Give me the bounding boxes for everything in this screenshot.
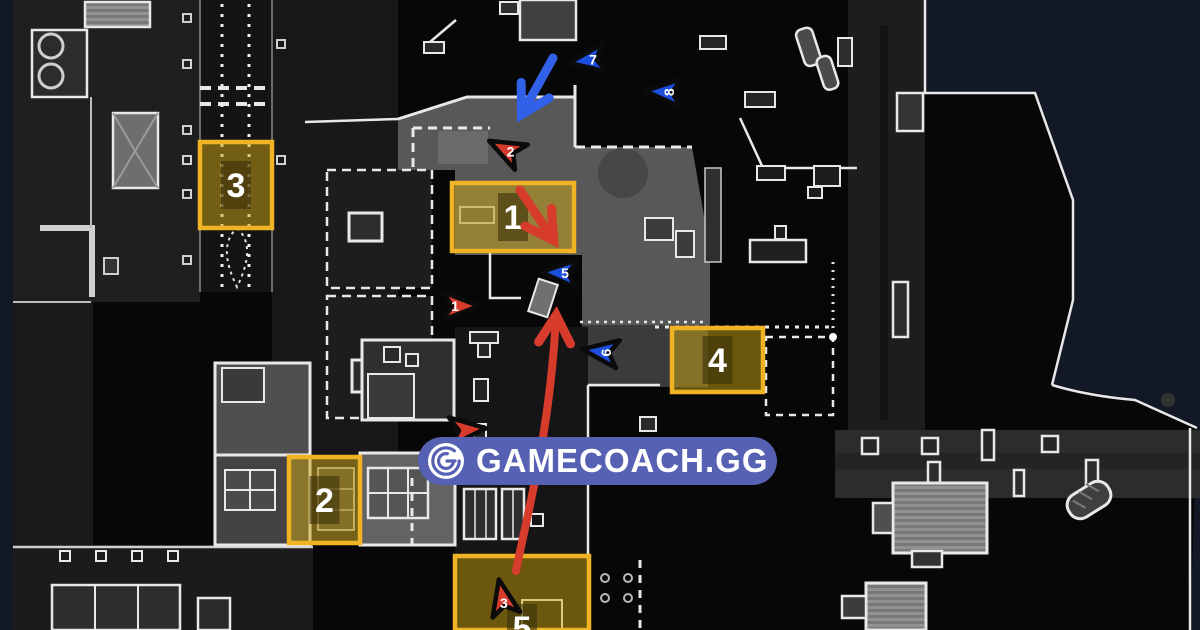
zone-box (197, 139, 275, 231)
blue-player-marker-icon (566, 41, 610, 74)
zone-4: 4 (669, 325, 766, 395)
blue-player-marker-icon (642, 76, 684, 110)
zone-number: 3 (227, 167, 246, 205)
boat-icon (1065, 479, 1113, 521)
marker-blue-5: 5 (538, 257, 580, 291)
car-icon (794, 26, 823, 68)
zone-1: 1 (449, 180, 577, 254)
marker-number: 5 (561, 265, 569, 281)
map-border (1051, 383, 1198, 430)
map-border (923, 0, 1075, 386)
marker-number: 8 (661, 88, 677, 96)
zones-layer: 1 2 3 4 5 (197, 139, 766, 630)
zone-2: 2 (286, 454, 363, 546)
boat-outline (225, 227, 249, 290)
marker-number: 1 (451, 298, 459, 314)
gamecoach-badge: GAMECOACH.GG (418, 437, 777, 485)
red-player-marker-icon (490, 577, 523, 620)
marker-number: 2 (507, 144, 515, 160)
zone-number: 2 (315, 482, 334, 520)
zone-number: 5 (513, 610, 532, 630)
blue-player-marker-icon (579, 338, 623, 371)
striped-roof (864, 581, 928, 630)
marker-red-1: 1 (440, 289, 482, 323)
zone-number-backing (309, 476, 340, 524)
striped-roof (891, 481, 989, 555)
barrel-icon (37, 62, 65, 90)
marker-number: 7 (589, 51, 597, 67)
marker-number: 6 (598, 348, 614, 356)
brand-name: GAMECOACH.GG (476, 441, 769, 479)
zone-number-backing (221, 161, 251, 209)
gamecoach-logo-icon (427, 442, 465, 480)
marker-red-2: 2 (486, 138, 530, 172)
map-buildings (13, 0, 1198, 630)
red-player-marker-icon (486, 138, 530, 172)
striped-roof-topleft (83, 0, 152, 29)
barrel-icon (37, 32, 65, 60)
red-strategy-arrow (515, 185, 559, 249)
red-player-marker-icon (440, 289, 482, 323)
marker-blue-6: 6 (579, 338, 623, 371)
car-icon (815, 54, 840, 92)
zone-number: 1 (504, 199, 523, 237)
zone-3: 3 (197, 139, 275, 231)
zone-number: 4 (708, 342, 727, 380)
zone-number-backing (702, 336, 733, 384)
markers-layer: 1 2 3 5 6 7 8 (440, 41, 684, 620)
marker-blue-7: 7 (566, 41, 610, 74)
dome (598, 148, 648, 198)
marker-number: 3 (500, 595, 508, 611)
marker-red-3: 3 (490, 577, 523, 620)
blue-player-marker-icon (538, 257, 580, 291)
marker-blue-8: 8 (642, 76, 684, 110)
zone-5: 5 (452, 553, 592, 630)
blue-strategy-arrow (516, 53, 558, 123)
